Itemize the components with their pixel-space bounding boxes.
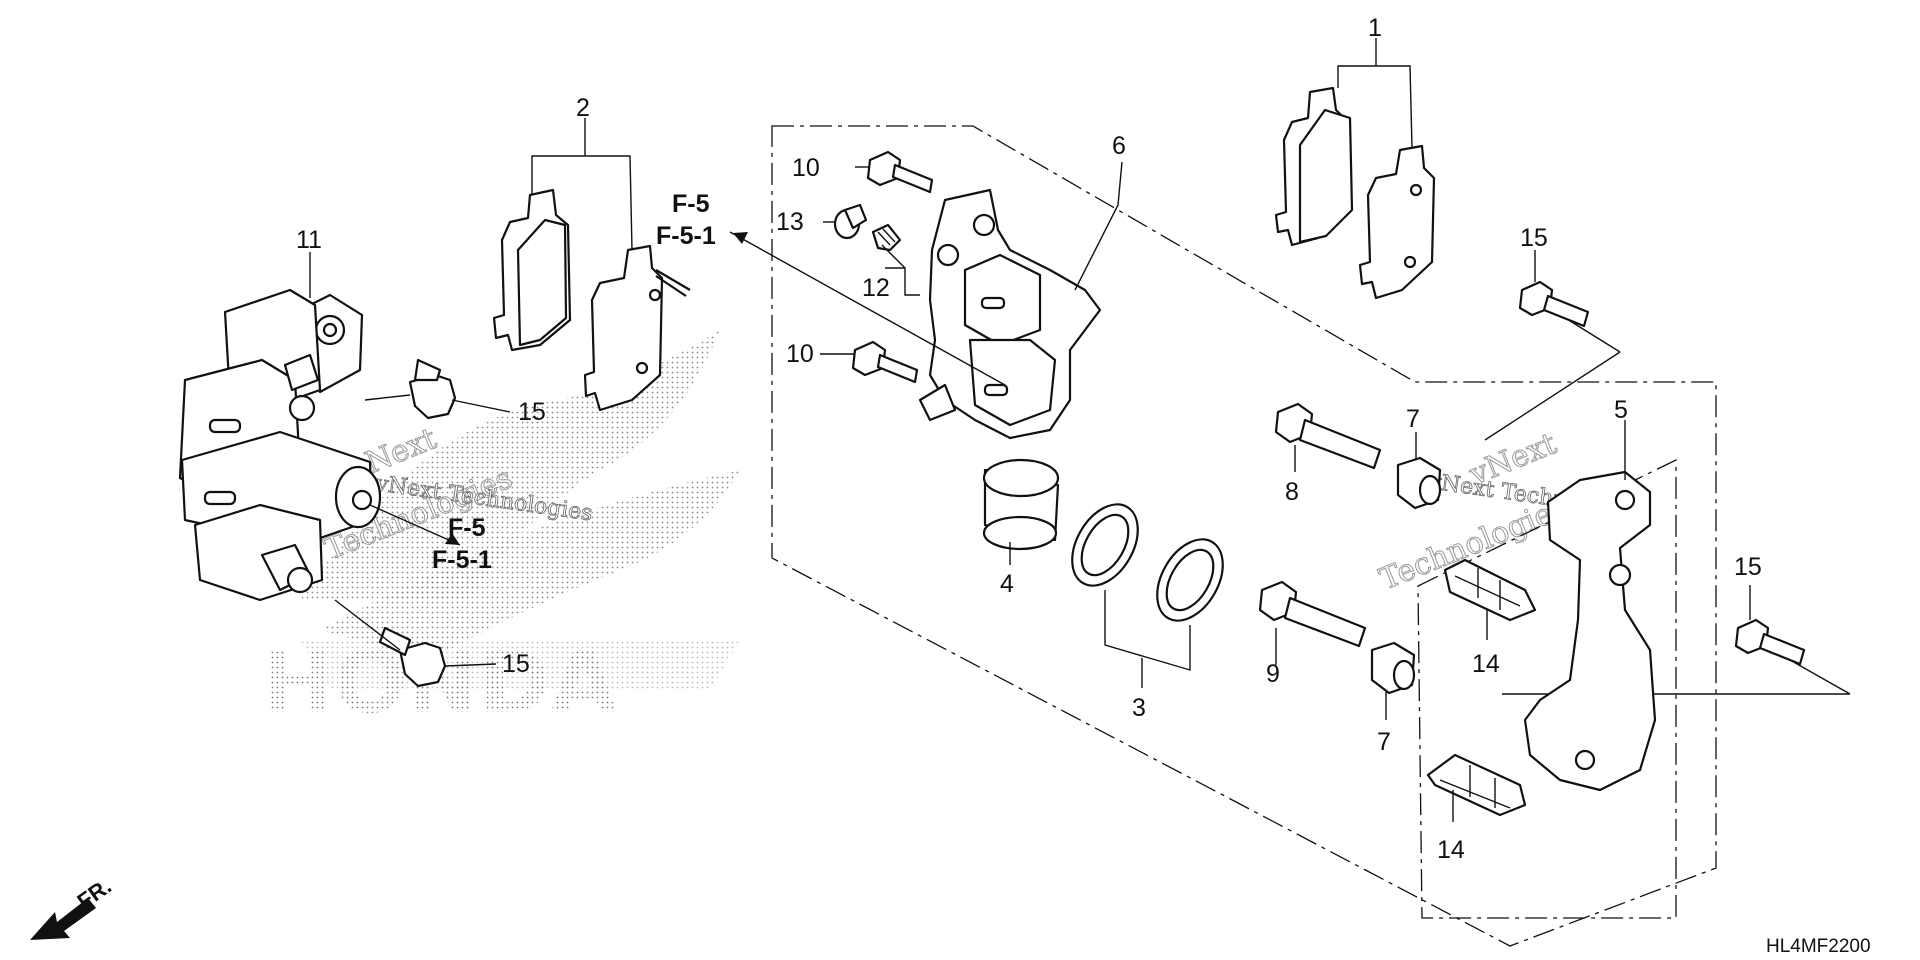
caliper-body-part-6 [918,188,1102,440]
leader-lines [309,38,1751,822]
reference-arrow-head-top [733,232,748,244]
bleeder-screw-part-12 [871,223,902,252]
pad-spring-part-14-lower [1426,753,1527,817]
pin-boot-part-7-lower [1370,641,1416,695]
callout-11: 11 [296,226,322,254]
pin-boot-part-7-upper [1396,456,1442,510]
callout-15-left-upper: 15 [518,398,546,426]
reference-label-f5-1-top: F-5-1 [656,222,716,250]
front-direction-arrow: FR. [30,873,116,940]
reference-labels: F-5 F-5-1 F-5 F-5-1 [432,190,716,574]
callout-7-lower: 7 [1377,728,1391,756]
bolt-part-10-lower [851,340,919,384]
brake-pad-set-part-1 [1274,86,1436,300]
caliper-bracket-part-5 [1523,470,1657,792]
callout-15-right-lower: 15 [1734,553,1762,581]
caliper-assembly-part-11 [178,288,382,602]
diagram-code: HL4MF2200 [1766,936,1871,957]
callout-14-lower: 14 [1437,836,1465,864]
slide-pin-part-8 [1274,402,1382,470]
bolt-part-15-left-upper [408,358,457,420]
bolt-15-bracket-lines [1484,305,1851,695]
reference-label-f5-left: F-5 [448,514,486,542]
callout-13: 13 [776,208,804,236]
callout-6: 6 [1112,132,1126,160]
reference-arrow-head-left [445,533,460,545]
callout-4: 4 [1000,570,1014,598]
callout-12: 12 [862,274,890,302]
callout-10-lower: 10 [786,340,814,368]
callout-2: 2 [576,94,590,122]
reference-label-f5-1-left: F-5-1 [432,546,492,574]
reference-label-f5-top: F-5 [672,190,710,218]
callout-15-left-lower: 15 [502,650,530,678]
piston-part-4 [982,458,1060,551]
callout-14-upper: 14 [1472,650,1500,678]
callout-3: 3 [1132,694,1146,722]
bolt-part-10-upper [866,150,934,194]
callout-5: 5 [1614,396,1628,424]
pad-spring-part-14-upper [1443,558,1537,622]
callout-10-upper: 10 [792,154,820,182]
callout-9: 9 [1266,660,1280,688]
piston-seal-part-3 [1071,503,1224,622]
bleeder-cap-part-13 [833,203,868,240]
callout-8: 8 [1285,478,1299,506]
callout-labels: 1 2 3 4 5 6 7 7 8 9 10 10 11 12 13 14 14… [296,14,1762,864]
bolt-part-15-right-upper [1518,280,1590,328]
brake-pad-set-part-2 [492,188,691,412]
bolt-part-15-left-lower [378,626,447,688]
callout-1: 1 [1368,14,1382,42]
bolt-part-15-right-lower [1734,618,1806,666]
callout-7-upper: 7 [1406,405,1420,433]
slide-pin-part-9 [1258,580,1367,648]
caliper-assembly-outline [771,125,1717,947]
callout-15-right-upper: 15 [1520,224,1548,252]
